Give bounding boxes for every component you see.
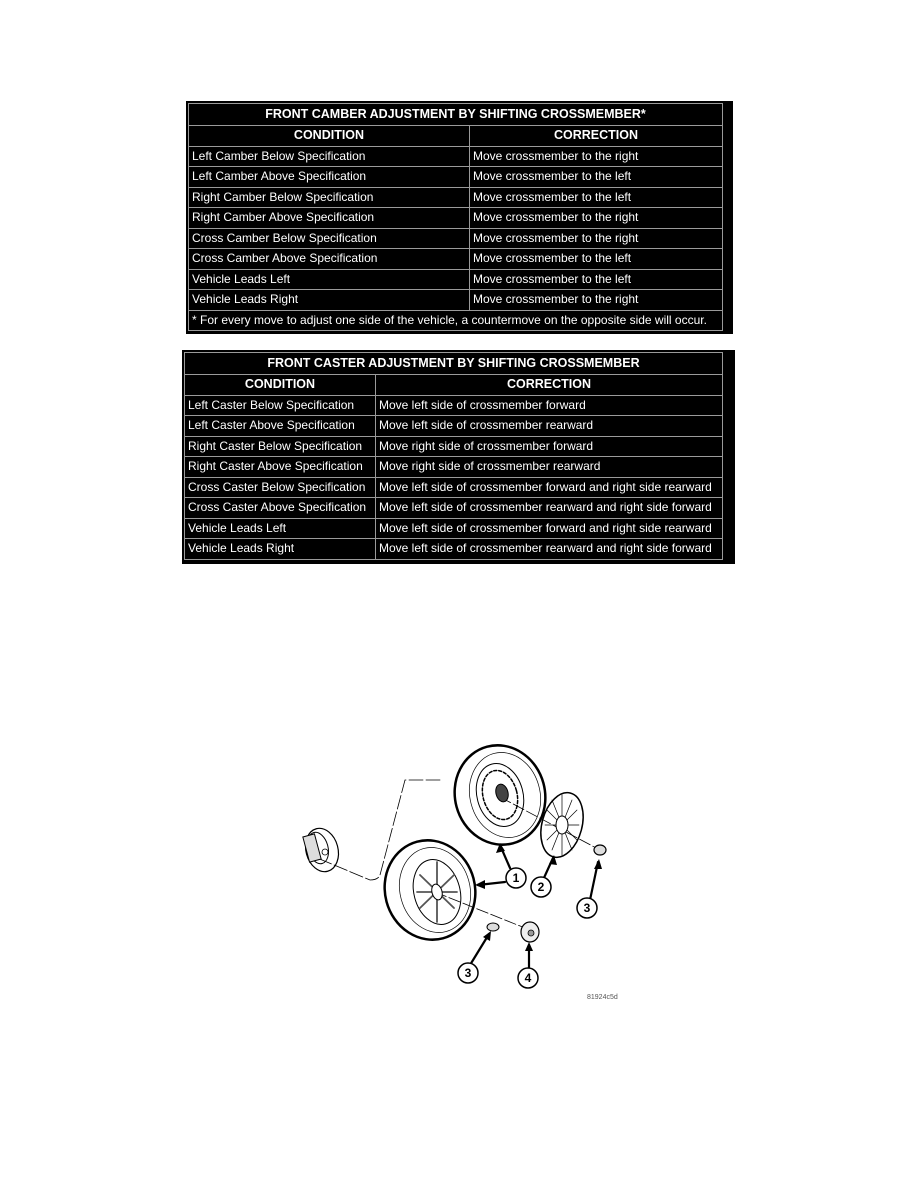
condition-cell: Vehicle Leads Right — [188, 289, 470, 311]
correction-cell: Move crossmember to the left — [468, 166, 724, 188]
camber-table-frame: FRONT CAMBER ADJUSTMENT BY SHIFTING CROS… — [186, 101, 733, 334]
callout-2: 2 — [538, 880, 545, 894]
condition-cell: Vehicle Leads Right — [184, 538, 376, 560]
condition-cell: Left Caster Above Specification — [184, 415, 376, 437]
correction-cell: Move left side of crossmember rearward — [375, 415, 723, 437]
correction-header: CORRECTION — [468, 125, 724, 147]
callout-1: 1 — [513, 871, 520, 885]
wheel-assembly-diagram: 1 2 3 3 4 — [302, 744, 607, 989]
correction-cell: Move left side of crossmember forward an… — [375, 476, 723, 498]
condition-cell: Right Camber Above Specification — [188, 207, 470, 229]
tire-icon — [383, 839, 477, 941]
callout-3-lower: 3 — [465, 966, 472, 980]
hub-rotor-icon — [302, 827, 340, 873]
correction-cell: Move right side of crossmember forward — [375, 435, 723, 457]
condition-cell: Right Caster Above Specification — [184, 456, 376, 478]
condition-cell: Cross Camber Below Specification — [188, 227, 470, 249]
camber-footnote: * For every move to adjust one side of t… — [187, 309, 724, 331]
correction-cell: Move crossmember to the right — [468, 227, 724, 249]
correction-cell: Move crossmember to the left — [468, 248, 724, 270]
correction-cell: Move crossmember to the right — [468, 289, 724, 311]
wheel-cover-icon — [540, 791, 584, 859]
condition-cell: Left Camber Below Specification — [188, 145, 470, 167]
camber-table-title: FRONT CAMBER ADJUSTMENT BY SHIFTING CROS… — [187, 103, 724, 126]
lug-nut-icon — [593, 844, 607, 856]
correction-cell: Move left side of crossmember forward — [375, 394, 723, 416]
correction-cell: Move crossmember to the left — [468, 268, 724, 290]
correction-cell: Move crossmember to the right — [468, 145, 724, 167]
correction-cell: Move left side of crossmember rearward a… — [375, 497, 723, 519]
tire-icon — [453, 744, 547, 846]
lug-nut-icon — [486, 922, 500, 932]
callout-3-upper: 3 — [584, 901, 591, 915]
camber-adjustment-table: FRONT CAMBER ADJUSTMENT BY SHIFTING CROS… — [187, 103, 724, 331]
correction-cell: Move crossmember to the right — [468, 207, 724, 229]
correction-cell: Move left side of crossmember rearward a… — [375, 538, 723, 560]
caster-adjustment-table: FRONT CASTER ADJUSTMENT BY SHIFTING CROS… — [184, 352, 723, 560]
caster-table-title: FRONT CASTER ADJUSTMENT BY SHIFTING CROS… — [184, 352, 723, 375]
figure-id: 81924c5d — [587, 994, 618, 1001]
callout-4: 4 — [525, 971, 532, 985]
correction-cell: Move crossmember to the left — [468, 186, 724, 208]
correction-cell: Move right side of crossmember rearward — [375, 456, 723, 478]
condition-cell: Cross Caster Below Specification — [184, 476, 376, 498]
condition-cell: Right Caster Below Specification — [184, 435, 376, 457]
condition-cell: Cross Camber Above Specification — [188, 248, 470, 270]
correction-cell: Move left side of crossmember forward an… — [375, 517, 723, 539]
condition-header: CONDITION — [184, 374, 376, 396]
condition-cell: Left Caster Below Specification — [184, 394, 376, 416]
correction-header: CORRECTION — [375, 374, 723, 396]
condition-cell: Right Camber Below Specification — [188, 186, 470, 208]
condition-header: CONDITION — [188, 125, 470, 147]
condition-cell: Cross Caster Above Specification — [184, 497, 376, 519]
condition-cell: Vehicle Leads Left — [184, 517, 376, 539]
center-cap-icon — [520, 921, 540, 943]
caster-table-frame: FRONT CASTER ADJUSTMENT BY SHIFTING CROS… — [182, 350, 735, 564]
condition-cell: Vehicle Leads Left — [188, 268, 470, 290]
condition-cell: Left Camber Above Specification — [188, 166, 470, 188]
callout-circles — [457, 867, 598, 989]
